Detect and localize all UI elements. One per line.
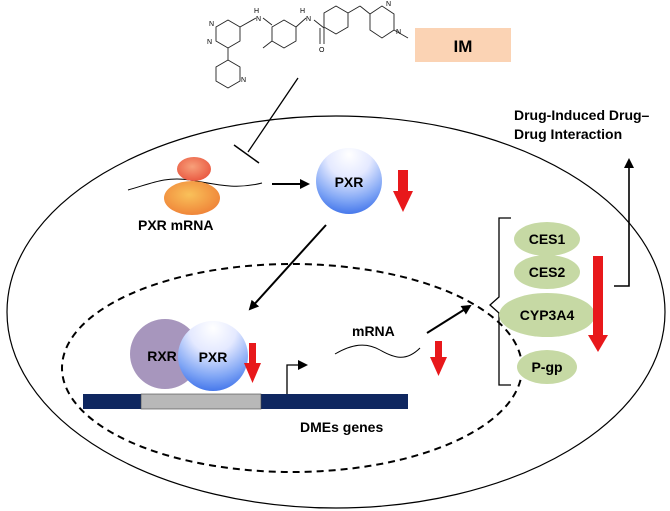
- dme-mrna-strand: [334, 344, 421, 358]
- dme-label: CES2: [529, 264, 566, 280]
- atom-label: H: [254, 8, 259, 15]
- mrna-label: mRNA: [352, 323, 395, 339]
- nucleus-membrane: [61, 263, 523, 473]
- promoter-region: [140, 393, 262, 410]
- dme-ellipse: [499, 293, 595, 337]
- dme-label: CES1: [529, 231, 566, 247]
- mrna-decrease-arrow: [430, 341, 447, 376]
- pxr-protein: [316, 148, 382, 214]
- nuclear-pxr-protein: [178, 321, 248, 391]
- atom-label: N: [207, 39, 212, 46]
- drug-label-box: [415, 28, 511, 62]
- atom-label: O: [319, 47, 325, 54]
- pxr-decrease-arrow: [393, 170, 413, 212]
- pxr-nuclear-translocation-arrow: [248, 224, 327, 311]
- pxr-protein-label: PXR: [335, 174, 364, 190]
- ddi-outcome-arrow: [614, 158, 634, 287]
- drug-structure: [215, 5, 409, 89]
- rxr-label: RXR: [147, 348, 177, 364]
- ddi-label-line-2: Drug Interaction: [514, 126, 622, 142]
- pxr-mrna-label: PXR mRNA: [138, 217, 213, 233]
- atom-label: N: [306, 16, 311, 23]
- ddi-label-line-1: Drug-Induced Drug–: [514, 107, 650, 123]
- ribosome-large-subunit: [164, 181, 220, 215]
- drug-structure-atoms: N N H N H N N N O N: [207, 1, 401, 84]
- atom-label: N: [386, 1, 391, 8]
- atom-label: H: [300, 8, 305, 15]
- dme-label: P-gp: [531, 359, 562, 375]
- atom-label: N: [241, 77, 246, 84]
- dme-decrease-arrow: [588, 256, 608, 352]
- drug-label: IM: [454, 37, 473, 56]
- translation-to-dmes-arrow: [426, 304, 472, 334]
- cell-membrane: [6, 115, 666, 509]
- dme-ellipse: [514, 255, 580, 289]
- transcription-start-arrow: [286, 360, 308, 394]
- nuclear-pxr-label: PXR: [199, 349, 228, 365]
- dme-genes-label: DMEs genes: [300, 419, 383, 435]
- nuclear-pxr-decrease-arrow: [244, 343, 261, 383]
- inhibition-line: [247, 77, 299, 153]
- inhibition-bar: [233, 144, 260, 164]
- atom-label: N: [209, 21, 214, 28]
- dme-label: CYP3A4: [520, 307, 575, 323]
- dme-ellipse: [514, 222, 580, 256]
- atom-label: N: [396, 29, 401, 36]
- dme-ellipse: [517, 350, 577, 384]
- atom-label: N: [256, 16, 261, 23]
- dme-group-bracket: [489, 217, 511, 386]
- ribosome-small-subunit: [177, 157, 211, 181]
